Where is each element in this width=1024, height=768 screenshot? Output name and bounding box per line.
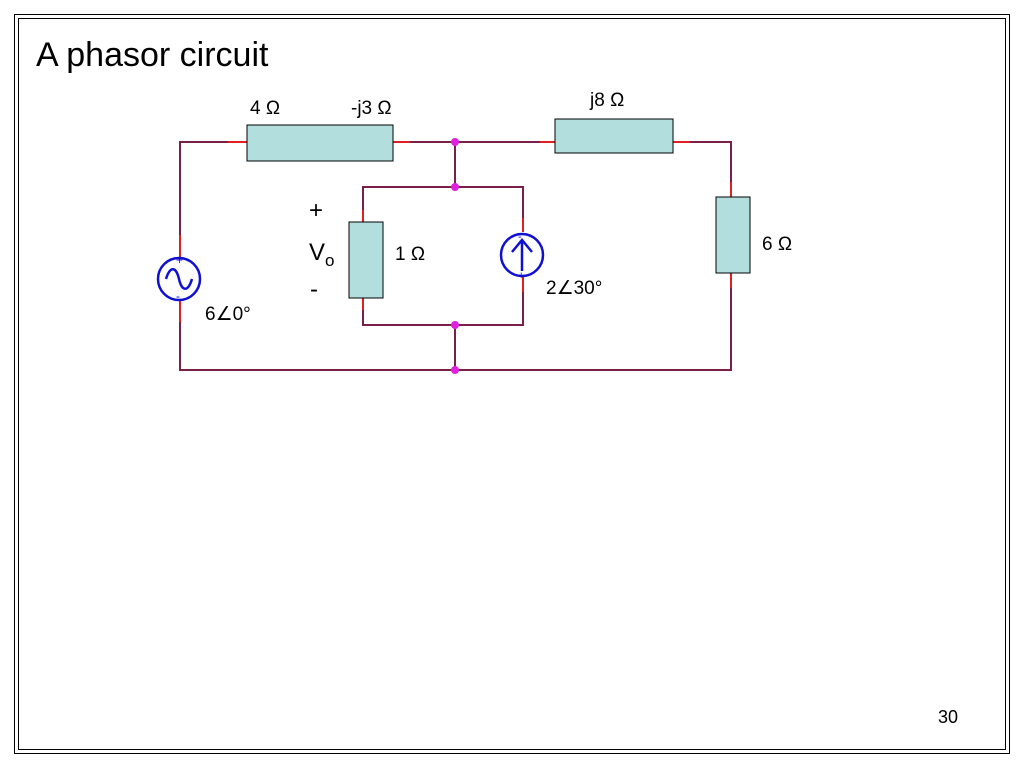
r-right-label: 6 Ω <box>762 234 792 255</box>
page-number: 30 <box>938 707 959 727</box>
voltage-source-label: 6∠0° <box>205 304 251 325</box>
svg-text:+: + <box>518 270 524 282</box>
slide-inner-border <box>18 18 1006 750</box>
slide-outer-border <box>14 14 1010 754</box>
vo-label: Vo <box>309 239 334 270</box>
wires <box>179 141 732 371</box>
wire-left-top <box>179 141 247 258</box>
wire-top-right <box>673 141 732 197</box>
slide-title: A phasor circuit <box>36 36 269 74</box>
series-resistor-capacitor <box>246 124 394 162</box>
c-series-label: -j3 Ω <box>351 98 392 119</box>
r-inner-label: 1 Ω <box>395 244 425 265</box>
wire-inner-top <box>362 186 524 232</box>
svg-text:-: - <box>518 231 522 243</box>
current-source: - + <box>499 231 545 282</box>
series-inductor <box>554 118 674 154</box>
vo-symbol: V <box>309 239 325 266</box>
wire-inner-bottom <box>362 277 524 326</box>
right-resistor <box>715 196 751 274</box>
svg-text:+: + <box>176 253 183 267</box>
vo-subscript: o <box>325 251 334 270</box>
r-series-label: 4 Ω <box>250 98 280 119</box>
vo-minus-label: - <box>310 276 318 303</box>
current-source-label: 2∠30° <box>546 278 602 299</box>
sine-wave-icon <box>164 268 194 290</box>
inner-resistor <box>348 221 384 299</box>
component-leads <box>179 141 732 322</box>
voltage-source: + - <box>156 253 202 303</box>
svg-text:-: - <box>176 289 180 303</box>
l-series-label: j8 Ω <box>589 90 624 111</box>
vo-plus-label: + <box>309 197 323 224</box>
junction-nodes <box>451 138 459 374</box>
